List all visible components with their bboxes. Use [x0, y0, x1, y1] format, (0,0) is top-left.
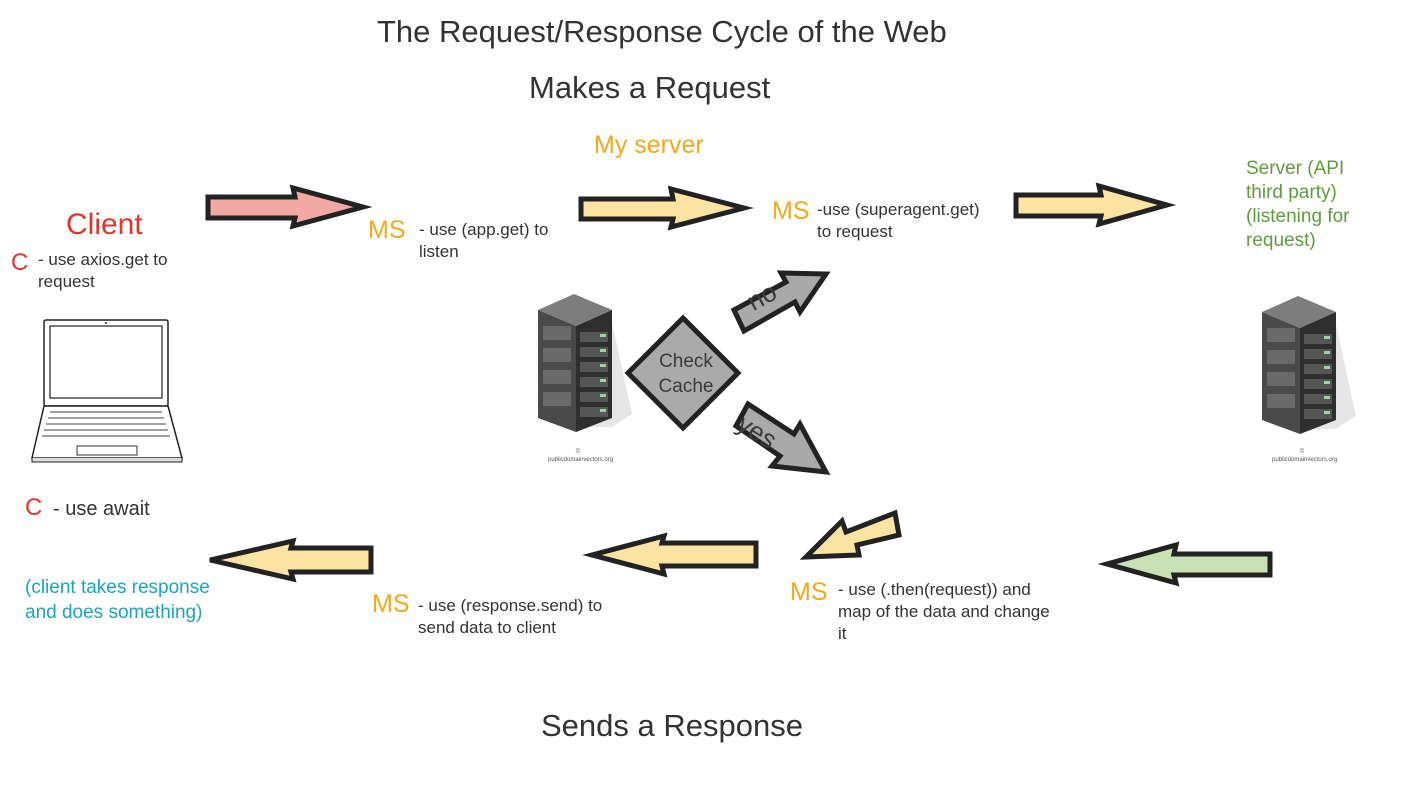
ms-listen-note: - use (app.get) to listen [419, 220, 549, 261]
client-response-note: (client takes response and does somethin… [25, 577, 210, 623]
page-title: The Request/Response Cycle of the Web [377, 14, 947, 49]
response-arrow-to-send [582, 532, 759, 578]
third-party-note: Server (API third party) (listening for … [1246, 158, 1350, 251]
client-axios-note: - use axios.get to request [38, 250, 168, 291]
cache-yes-arrow [732, 400, 831, 476]
ms-superagent-marker: MS [772, 197, 810, 225]
cache-no-arrow [730, 270, 831, 335]
request-arrow-ms-to-superagent [578, 185, 754, 231]
client-await-note: - use await [53, 498, 150, 520]
ms-then-marker: MS [790, 578, 828, 606]
request-arrow-to-third-party [1013, 182, 1177, 228]
my-server-caption-text: publicdomainvectors.org [548, 457, 614, 463]
my-server-caption-mark: © [575, 449, 581, 455]
ms-send-note: - use (response.send) to send data to cl… [418, 596, 603, 637]
third-party-caption-text: publicdomainvectors.org [1272, 457, 1338, 463]
response-arrow-to-client [209, 537, 374, 583]
client-c-marker-2: C [25, 494, 43, 521]
third-party-caption-mark: © [1299, 449, 1305, 455]
laptop-icon [31, 319, 183, 463]
response-arrow-into-then [799, 509, 902, 560]
client-c-marker: C [11, 249, 29, 276]
check-cache-diamond [624, 314, 742, 432]
my-server-label: My server [594, 131, 704, 159]
ms-listen-marker: MS [368, 216, 406, 244]
ms-send-marker: MS [372, 590, 410, 618]
ms-superagent-note: -use (superagent.get) to request [817, 200, 980, 241]
check-cache-label: Check Cache [655, 349, 717, 399]
response-arrow-from-third-party [1097, 541, 1273, 587]
client-heading: Client [66, 208, 143, 241]
my-server-rack-icon [538, 294, 632, 432]
check-cache-line-2: Cache [658, 376, 714, 397]
third-party-server-caption: © publicdomainvectors.org [1272, 448, 1338, 464]
third-party-server-rack-icon [1262, 296, 1356, 434]
response-heading: Sends a Response [541, 708, 803, 743]
ms-then-note: - use (.then(request)) and map of the da… [838, 580, 1050, 643]
check-cache-line-1: Check [659, 351, 713, 372]
my-server-caption: © publicdomainvectors.org [548, 448, 614, 464]
request-heading: Makes a Request [529, 70, 771, 105]
request-arrow-client-to-ms [205, 184, 373, 230]
